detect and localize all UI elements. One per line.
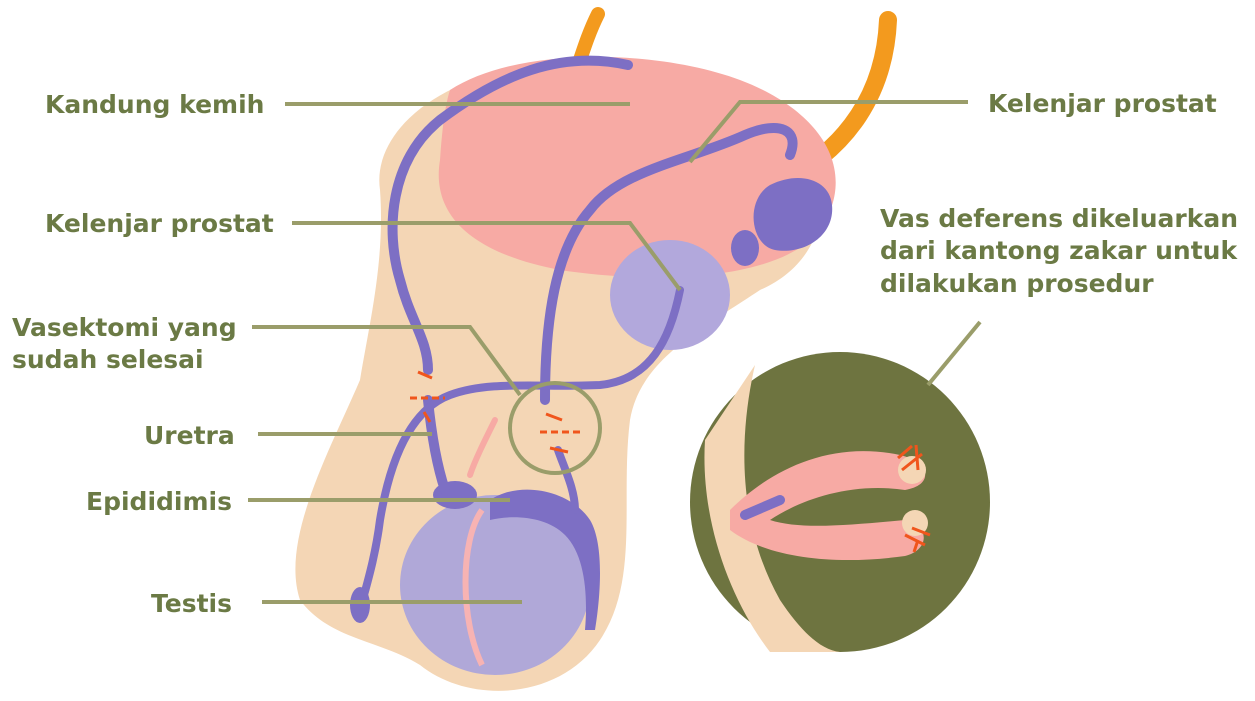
label-prostate-right: Kelenjar prostat xyxy=(988,89,1217,118)
label-inset-line1: Vas deferens dikeluarkan xyxy=(880,204,1238,233)
label-urethra: Uretra xyxy=(144,421,235,450)
label-prostate-left: Kelenjar prostat xyxy=(45,209,274,238)
label-testis: Testis xyxy=(151,589,232,618)
label-inset-line2: dari kantong zakar untuk xyxy=(880,236,1238,265)
label-epididymis: Epididimis xyxy=(86,487,232,516)
label-bladder: Kandung kemih xyxy=(45,90,264,119)
label-vasectomy-line2: sudah selesai xyxy=(12,345,204,374)
seminal-vesicle xyxy=(754,178,833,251)
vas-end-bottom xyxy=(350,587,370,623)
seminal-vesicle-duct xyxy=(731,230,759,266)
label-inset-line3: dilakukan prosedur xyxy=(880,269,1154,298)
left-ureter xyxy=(580,14,598,60)
leader-inset xyxy=(928,322,980,385)
label-vasectomy-line1: Vasektomi yang xyxy=(12,313,237,342)
inset-illustration xyxy=(690,352,990,652)
